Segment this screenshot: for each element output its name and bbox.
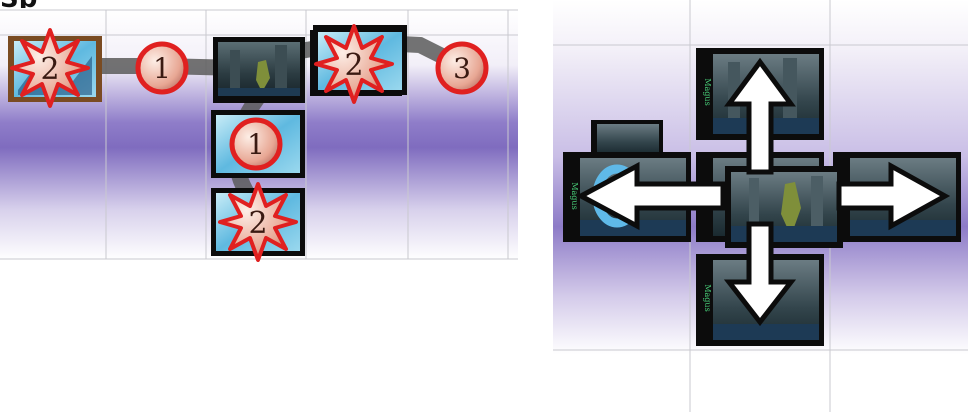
step-circle-3-label: 3 <box>453 52 471 85</box>
card-north-label: Magus <box>703 78 712 105</box>
step-circle-3: 3 <box>435 41 489 95</box>
arrow-right-icon <box>836 161 951 231</box>
burst-marker-bottom: 2 <box>218 182 298 262</box>
step-circle-1-label: 1 <box>153 52 171 85</box>
burst-marker-start: 2 <box>10 28 90 108</box>
card-west-small[interactable] <box>591 120 663 156</box>
card-center[interactable] <box>725 166 843 248</box>
card-west-label: Magus <box>570 182 579 209</box>
left-board: 2 2 2 1 3 1 Sp <box>0 0 518 262</box>
step-circle-1-down: 1 <box>229 117 283 171</box>
right-board-canvas: Magus Magus Magus Magus <box>553 0 968 412</box>
step-circle-1: 1 <box>135 41 189 95</box>
burst-marker-top: 2 <box>314 24 394 104</box>
burst-marker-start-label: 2 <box>40 52 59 87</box>
burst-marker-top-label: 2 <box>344 48 363 83</box>
left-board-canvas: 2 2 2 1 3 1 <box>0 9 518 262</box>
arrow-left-icon <box>575 161 726 231</box>
card-south-label: Magus <box>703 284 712 311</box>
right-board: Magus Magus Magus Magus <box>553 0 968 412</box>
burst-marker-bottom-label: 2 <box>248 206 267 241</box>
arrow-down-icon <box>723 221 797 327</box>
skyline-card[interactable] <box>213 37 305 103</box>
step-circle-1-down-label: 1 <box>247 128 265 161</box>
arrow-up-icon <box>724 57 796 175</box>
heading-fragment: Sp <box>0 0 90 8</box>
